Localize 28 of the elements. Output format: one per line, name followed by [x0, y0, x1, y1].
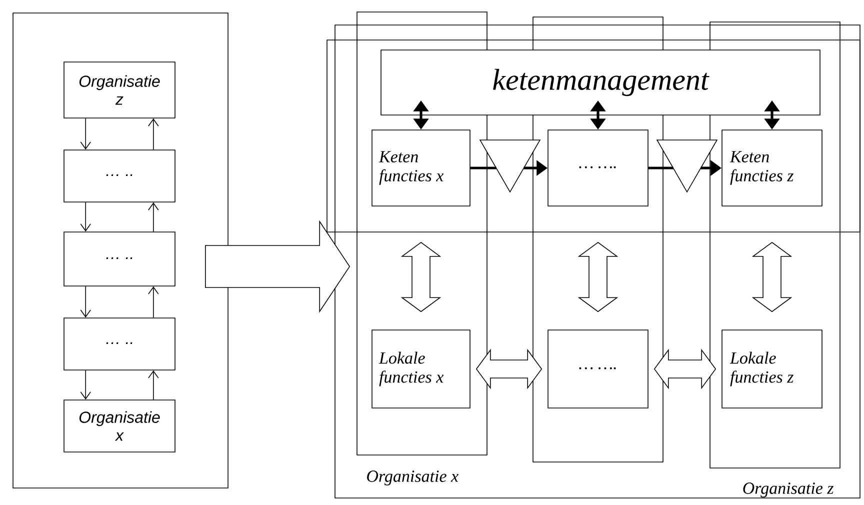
function-box: Keten functies x	[372, 130, 470, 206]
block-arrow	[205, 220, 350, 313]
arrow	[148, 370, 159, 400]
process-box: … ..	[64, 232, 176, 286]
organisation-box: Organisatie x	[64, 400, 176, 452]
arrow	[80, 202, 91, 232]
layer-band	[326, 40, 860, 232]
connector-line	[470, 166, 496, 170]
arrow	[80, 370, 91, 400]
connector-line	[648, 166, 674, 170]
function-box: Keten functies z	[722, 130, 822, 206]
function-box: … ….	[548, 130, 648, 206]
process-box: … ..	[64, 150, 176, 202]
function-box: Lokale functies x	[372, 330, 470, 408]
organisation-box: Organisatie z	[64, 62, 176, 118]
function-box: … ….	[548, 330, 648, 408]
arrow	[148, 118, 159, 150]
organisation-label: Organisatie z	[743, 482, 834, 498]
arrow	[148, 202, 159, 232]
function-box: Lokale functies z	[722, 330, 822, 408]
process-box: … ..	[64, 318, 176, 370]
arrow	[148, 286, 159, 318]
arrow	[80, 286, 91, 318]
panel-frame	[12, 12, 228, 488]
arrow	[80, 118, 91, 150]
management-box: ketenmanagement	[380, 50, 820, 116]
organisation-label: Organisatie x	[367, 470, 458, 486]
outer-frame	[334, 24, 860, 498]
